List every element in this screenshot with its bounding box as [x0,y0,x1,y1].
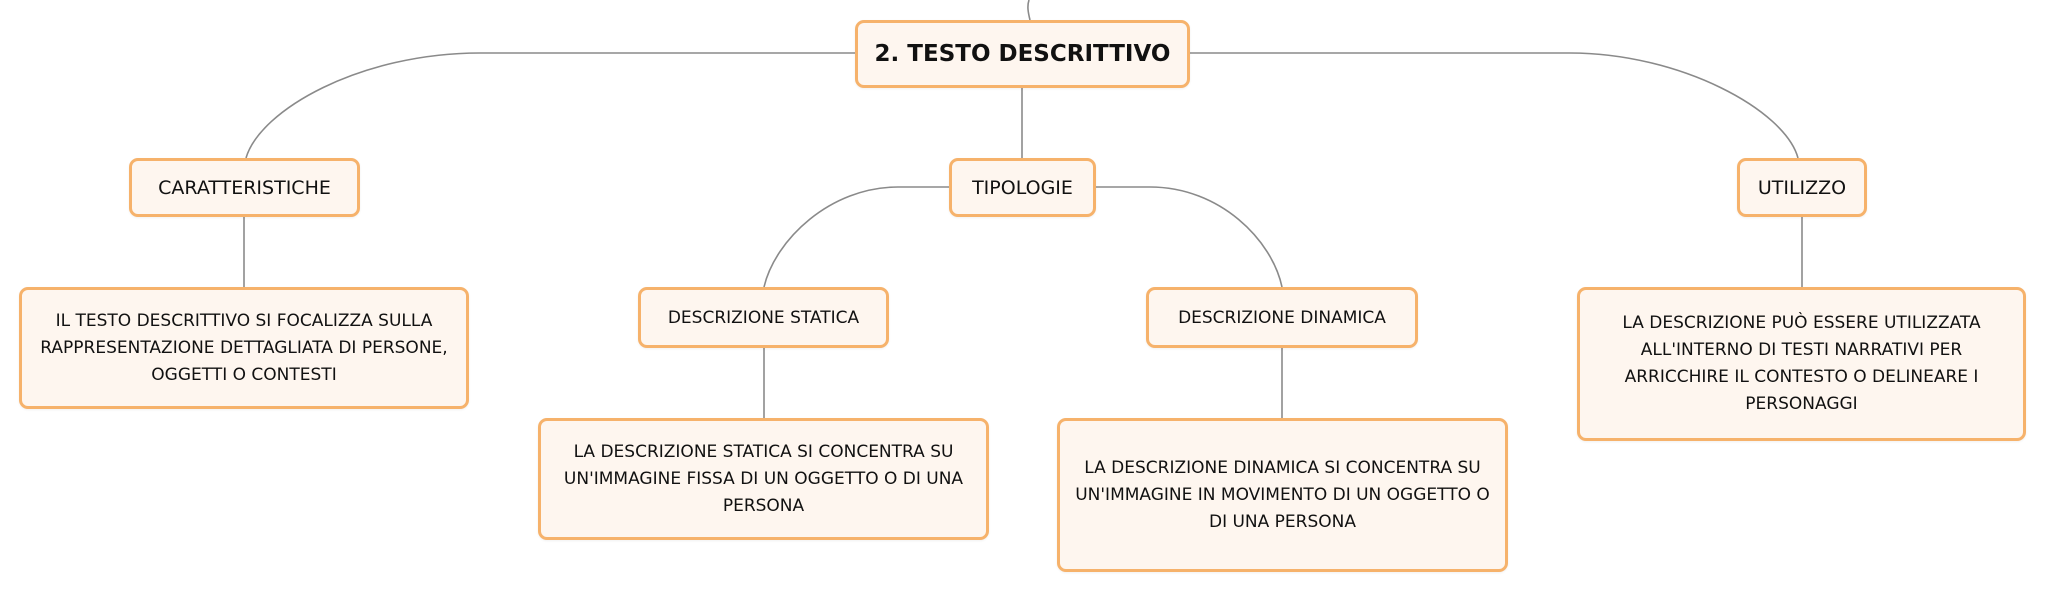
utilizzo-description-node[interactable]: LA DESCRIZIONE PUÒ ESSERE UTILIZZATA ALL… [1577,287,2026,441]
caratteristiche-label: CARATTERISTICHE [158,176,331,199]
utilizzo-description: LA DESCRIZIONE PUÒ ESSERE UTILIZZATA ALL… [1622,313,1981,414]
connector-tipologie-to-dinamica [1096,186,1283,288]
statica-node[interactable]: DESCRIZIONE STATICA [638,287,889,348]
root-node[interactable]: 2. TESTO DESCRITTIVO [855,20,1190,88]
connector-root-to-caratteristiche [245,52,855,159]
tipologie-label: TIPOLOGIE [972,176,1073,199]
caratteristiche-node[interactable]: CARATTERISTICHE [129,158,360,217]
utilizzo-node[interactable]: UTILIZZO [1737,158,1867,217]
root-label: 2. TESTO DESCRITTIVO [874,41,1171,67]
dinamica-description: LA DESCRIZIONE DINAMICA SI CONCENTRA SU … [1075,457,1490,532]
statica-description-node[interactable]: LA DESCRIZIONE STATICA SI CONCENTRA SU U… [538,418,989,540]
utilizzo-label: UTILIZZO [1757,176,1847,199]
connector-tipologie-to-statica [763,186,949,288]
caratteristiche-description: IL TESTO DESCRITTIVO SI FOCALIZZA SULLA … [40,310,448,385]
caratteristiche-description-node[interactable]: IL TESTO DESCRITTIVO SI FOCALIZZA SULLA … [19,287,469,409]
connector-parent-to-root [1027,0,1031,21]
statica-label: DESCRIZIONE STATICA [667,307,860,328]
connector-root-to-utilizzo [1190,52,1799,159]
dinamica-description-node[interactable]: LA DESCRIZIONE DINAMICA SI CONCENTRA SU … [1057,418,1508,572]
tipologie-node[interactable]: TIPOLOGIE [949,158,1096,217]
dinamica-node[interactable]: DESCRIZIONE DINAMICA [1146,287,1418,348]
statica-description: LA DESCRIZIONE STATICA SI CONCENTRA SU U… [563,441,964,516]
dinamica-label: DESCRIZIONE DINAMICA [1178,307,1386,328]
